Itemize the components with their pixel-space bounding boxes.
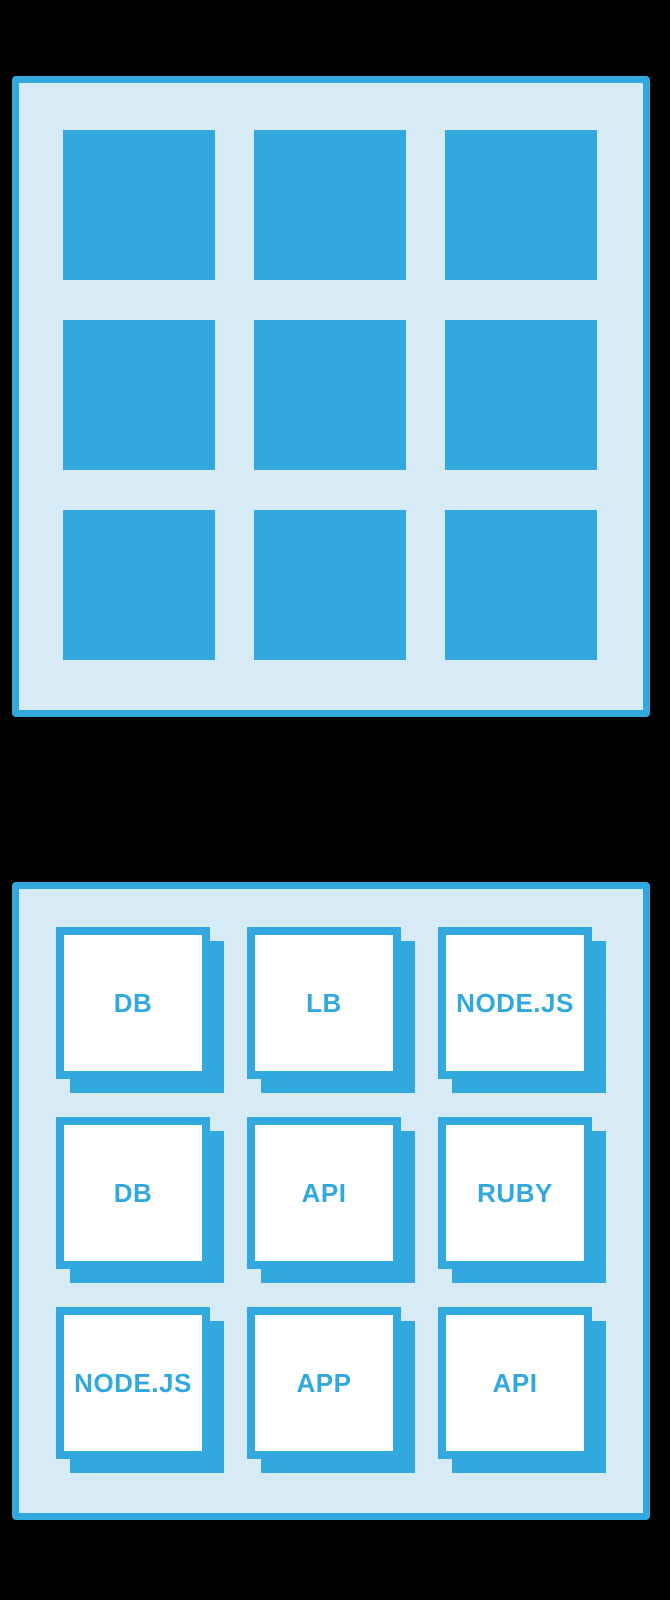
labeled-tile-nodejs-1: NODE.JS: [438, 927, 592, 1079]
tile-label: DB: [113, 987, 153, 1018]
plain-tile: [63, 130, 215, 280]
labeled-tile-db-1: DB: [56, 927, 210, 1079]
plain-tile: [63, 510, 215, 660]
plain-tile: [254, 510, 406, 660]
plain-tile: [445, 320, 597, 470]
plain-tile: [254, 320, 406, 470]
tile-label: API: [301, 1177, 347, 1208]
labeled-grid-panel: DB LB NODE.JS DB API RUBY NODE.JS APP: [12, 882, 650, 1520]
plain-grid-panel: [12, 76, 650, 717]
tile-label: NODE.JS: [456, 987, 574, 1018]
plain-tile: [445, 130, 597, 280]
plain-grid: [19, 83, 643, 707]
tile-label: DB: [113, 1177, 153, 1208]
plain-tile: [254, 130, 406, 280]
labeled-tile-app: APP: [247, 1307, 401, 1459]
tile-label: RUBY: [477, 1177, 553, 1208]
labeled-tile-api-1: API: [247, 1117, 401, 1269]
tile-label: API: [492, 1367, 538, 1398]
labeled-grid: DB LB NODE.JS DB API RUBY NODE.JS APP: [19, 889, 643, 1497]
plain-tile: [445, 510, 597, 660]
labeled-tile-lb: LB: [247, 927, 401, 1079]
plain-tile: [63, 320, 215, 470]
tile-label: LB: [306, 987, 342, 1018]
labeled-tile-api-2: API: [438, 1307, 592, 1459]
labeled-tile-db-2: DB: [56, 1117, 210, 1269]
tile-label: NODE.JS: [74, 1367, 192, 1398]
labeled-tile-nodejs-2: NODE.JS: [56, 1307, 210, 1459]
tile-label: APP: [296, 1367, 352, 1398]
labeled-tile-ruby: RUBY: [438, 1117, 592, 1269]
